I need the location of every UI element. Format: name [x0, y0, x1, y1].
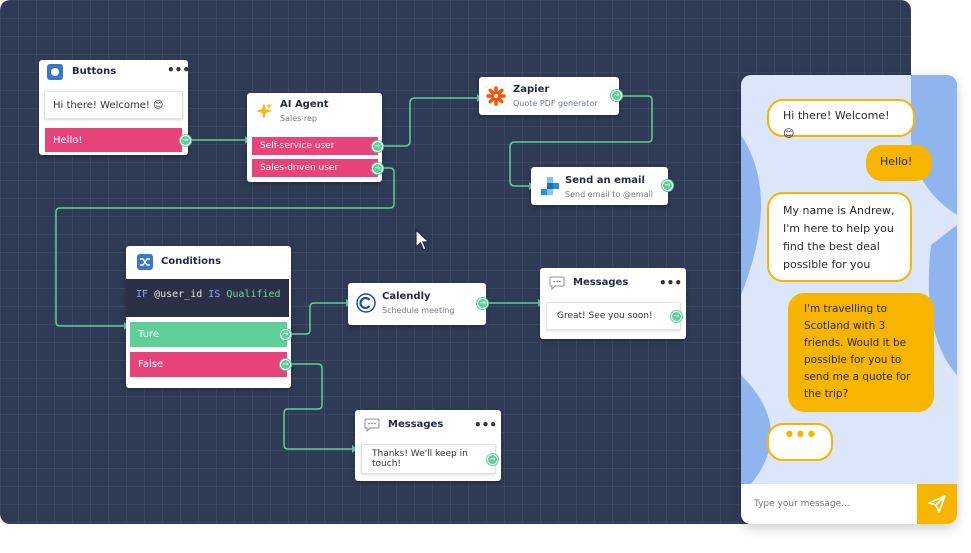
code-variable: @user_id	[154, 289, 203, 300]
code-keyword: IF	[136, 289, 149, 300]
code-keyword: IS	[208, 289, 221, 300]
chat-message-input[interactable]	[741, 484, 917, 524]
chat-message-bot: My name is Andrew, I'm here to help you …	[767, 192, 912, 282]
condition-false-branch[interactable]: False	[130, 352, 287, 377]
option-button-hello[interactable]: Hello!	[45, 128, 182, 152]
node-title: Buttons	[72, 66, 117, 77]
output-port[interactable]: →	[372, 163, 383, 174]
output-port[interactable]: →	[280, 359, 291, 370]
output-port[interactable]: →	[180, 135, 191, 146]
message-text: Hi there! Welcome! 😊	[53, 99, 164, 111]
option-sales-driven[interactable]: Sales-driven user	[252, 159, 378, 177]
more-options-icon[interactable]: •••	[474, 418, 498, 432]
chat-message-text: Hi there! Welcome! 😊	[783, 109, 890, 140]
sparkle-icon	[255, 102, 273, 120]
wire-true-to-calendly	[291, 302, 346, 335]
shuffle-icon	[137, 254, 153, 270]
output-port[interactable]: →	[611, 90, 622, 101]
node-subtitle: Schedule meeting	[382, 306, 455, 315]
speech-bubble-icon	[364, 417, 380, 433]
zapier-node[interactable]: Zapier Quote PDF generator →	[479, 77, 622, 115]
option-label: Self-service user	[260, 141, 335, 151]
messages-node-top[interactable]: Messages ••• Great! See you soon! →	[540, 268, 686, 339]
condition-true-branch[interactable]: Ture	[130, 322, 287, 347]
messages-node-bottom[interactable]: Messages ••• Thanks! We'll keep in touch…	[355, 410, 501, 481]
calendly-c-icon	[356, 293, 376, 313]
node-title: AI Agent	[280, 99, 329, 110]
output-port[interactable]: →	[280, 329, 291, 340]
typing-indicator: •••	[767, 423, 833, 461]
calendly-node[interactable]: Calendly Schedule meeting →	[348, 283, 488, 325]
message-text: Great! See you soon!	[557, 311, 653, 321]
conditions-node[interactable]: Conditions IF @user_id IS Qualified Ture…	[126, 246, 291, 388]
output-port[interactable]: →	[372, 141, 383, 152]
option-label: Sales-driven user	[260, 163, 339, 173]
output-port[interactable]: →	[477, 298, 488, 309]
chat-background-shapes	[741, 75, 957, 495]
node-title: Zapier	[513, 84, 550, 95]
output-port[interactable]: →	[662, 180, 673, 191]
output-port[interactable]: →	[487, 454, 498, 465]
chat-widget: Hi there! Welcome! 😊 Hello! My name is A…	[741, 75, 957, 524]
wire-false-to-messages	[283, 363, 352, 450]
send-button[interactable]	[917, 484, 957, 524]
wire-self-service-to-zapier	[383, 97, 477, 147]
node-title: Calendly	[382, 291, 431, 302]
option-label: Hello!	[53, 134, 83, 146]
node-subtitle: Quote PDF generator	[513, 99, 598, 108]
message-text: Thanks! We'll keep in touch!	[372, 449, 468, 469]
send-email-node[interactable]: Send an email Send email to @email →	[531, 167, 673, 205]
node-title: Messages	[388, 419, 444, 430]
node-subtitle: Sales rep	[280, 114, 317, 123]
zapier-asterisk-icon	[486, 86, 506, 106]
paper-plane-icon	[928, 495, 946, 513]
branch-label: Ture	[138, 329, 159, 340]
mouse-cursor-icon	[414, 228, 432, 252]
chat-message-user: I'm travelling to Scotland with 3 friend…	[788, 293, 934, 412]
message-box: Thanks! We'll keep in touch!	[361, 444, 496, 474]
chat-message-text: Hello!	[880, 155, 913, 168]
option-self-service[interactable]: Self-service user	[252, 137, 378, 155]
typing-dots: •••	[783, 423, 818, 448]
more-options-icon[interactable]: •••	[167, 63, 191, 77]
more-options-icon[interactable]: •••	[659, 276, 683, 290]
ai-agent-node[interactable]: AI Agent Sales rep Self-service user Sal…	[247, 93, 383, 182]
chat-message-user: Hello!	[866, 145, 932, 181]
node-title: Send an email	[565, 175, 645, 186]
node-title: Messages	[573, 277, 629, 288]
code-value: Qualified	[226, 289, 281, 300]
speech-bubble-icon	[549, 275, 565, 291]
message-box: Great! See you soon!	[546, 302, 681, 330]
node-title: Conditions	[161, 256, 222, 267]
chat-message-text: My name is Andrew, I'm here to help you …	[783, 204, 895, 271]
chat-message-bot: Hi there! Welcome! 😊	[767, 99, 915, 140]
branch-label: False	[138, 359, 164, 370]
chat-message-text: I'm travelling to Scotland with 3 friend…	[804, 303, 911, 400]
node-subtitle: Send email to @email	[565, 190, 653, 199]
chat-input-bar	[741, 484, 957, 524]
blocks-icon	[541, 177, 559, 195]
buttons-node[interactable]: Buttons ••• Hi there! Welcome! 😊 Hello! …	[39, 60, 191, 155]
condition-code: IF @user_id IS Qualified	[126, 279, 289, 317]
circle-button-icon	[47, 64, 63, 80]
output-port[interactable]: →	[671, 311, 682, 322]
message-box: Hi there! Welcome! 😊	[44, 91, 183, 119]
